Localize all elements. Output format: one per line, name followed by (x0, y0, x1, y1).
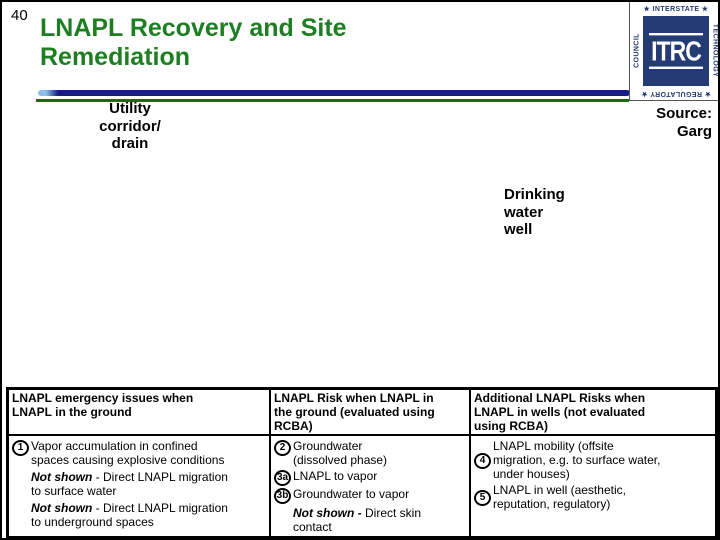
itrc-logo-council-label: COUNCIL (633, 33, 641, 68)
slide-number: 40 (11, 7, 28, 24)
title-divider-green-line (36, 99, 629, 102)
not-shown-text: - Direct LNAPL migration to surface wate… (31, 469, 228, 498)
circled-number-3b: 3b (274, 487, 291, 504)
list-item: 3a LNAPL to vapor (274, 468, 465, 486)
not-shown-prefix: Not shown (31, 500, 93, 515)
circled-number-5: 5 (474, 489, 491, 506)
not-shown-item: Not shown - Direct LNAPL migration to su… (31, 469, 265, 499)
utility-corridor-label: Utility corridor/ drain (99, 100, 161, 153)
circled-number-4: 4 (474, 452, 491, 469)
table-cell-additional-risks: 4 LNAPL mobility (offsite migration, e.g… (471, 436, 715, 536)
table-cell-lnapl-risk: 2 Groundwater (dissolved phase) 3a LNAPL… (271, 436, 471, 536)
not-shown-text: Direct skin contact (293, 505, 421, 534)
list-item: 5 LNAPL in well (aesthetic, reputation, … (474, 482, 711, 512)
table-cell-emergency-issues: 1 Vapor accumulation in confined spaces … (9, 436, 271, 536)
list-item-text: Vapor accumulation in confined spaces ca… (31, 439, 225, 467)
list-item-text: LNAPL mobility (offsite migration, e.g. … (493, 439, 661, 481)
circled-number-2: 2 (274, 440, 291, 456)
itrc-logo-regulatory-label: ★ REGULATORY ★ (641, 90, 712, 97)
slide-title: LNAPL Recovery and Site Remediation (40, 14, 347, 72)
source-attribution-label: Source: Garg (656, 105, 712, 140)
list-item-text: LNAPL to vapor (293, 468, 378, 483)
itrc-logo-interstate-label: ★ INTERSTATE ★ (643, 6, 709, 13)
itrc-logo-technology-label: TECHNOLOGY (711, 23, 719, 78)
list-item: 4 LNAPL mobility (offsite migration, e.g… (474, 439, 711, 482)
table-header-additional-risks: Additional LNAPL Risks when LNAPL in wel… (471, 390, 715, 436)
table-header-emergency-issues: LNAPL emergency issues when LNAPL in the… (9, 390, 271, 436)
list-item: 3b Groundwater to vapor (274, 486, 465, 504)
list-item: 2 Groundwater (dissolved phase) (274, 439, 465, 468)
not-shown-prefix: Not shown - (293, 505, 362, 520)
risk-summary-table: LNAPL emergency issues when LNAPL in the… (6, 387, 718, 538)
not-shown-item: Not shown - Direct skin contact (293, 505, 465, 535)
circled-number-1: 1 (12, 440, 29, 456)
itrc-logo-wordmark: ITRC (649, 32, 703, 70)
drinking-water-well-label: Drinking water well (504, 186, 565, 239)
not-shown-prefix: Not shown (31, 469, 93, 484)
list-item: 1 Vapor accumulation in confined spaces … (12, 439, 265, 468)
not-shown-item: Not shown - Direct LNAPL migration to un… (31, 500, 265, 530)
table-header-lnapl-risk: LNAPL Risk when LNAPL in the ground (eva… (271, 390, 471, 436)
list-item-text: Groundwater (dissolved phase) (293, 439, 388, 467)
list-item-text: Groundwater to vapor (293, 486, 410, 501)
list-item-text: LNAPL in well (aesthetic, reputation, re… (493, 482, 626, 511)
itrc-logo: ★ INTERSTATE ★ COUNCIL TECHNOLOGY ★ REGU… (629, 2, 719, 101)
itrc-logo-square: ITRC (643, 16, 709, 86)
not-shown-text: - Direct LNAPL migration to underground … (31, 500, 228, 529)
circled-number-3a: 3a (274, 469, 291, 486)
title-divider-navy-bar (38, 90, 630, 96)
